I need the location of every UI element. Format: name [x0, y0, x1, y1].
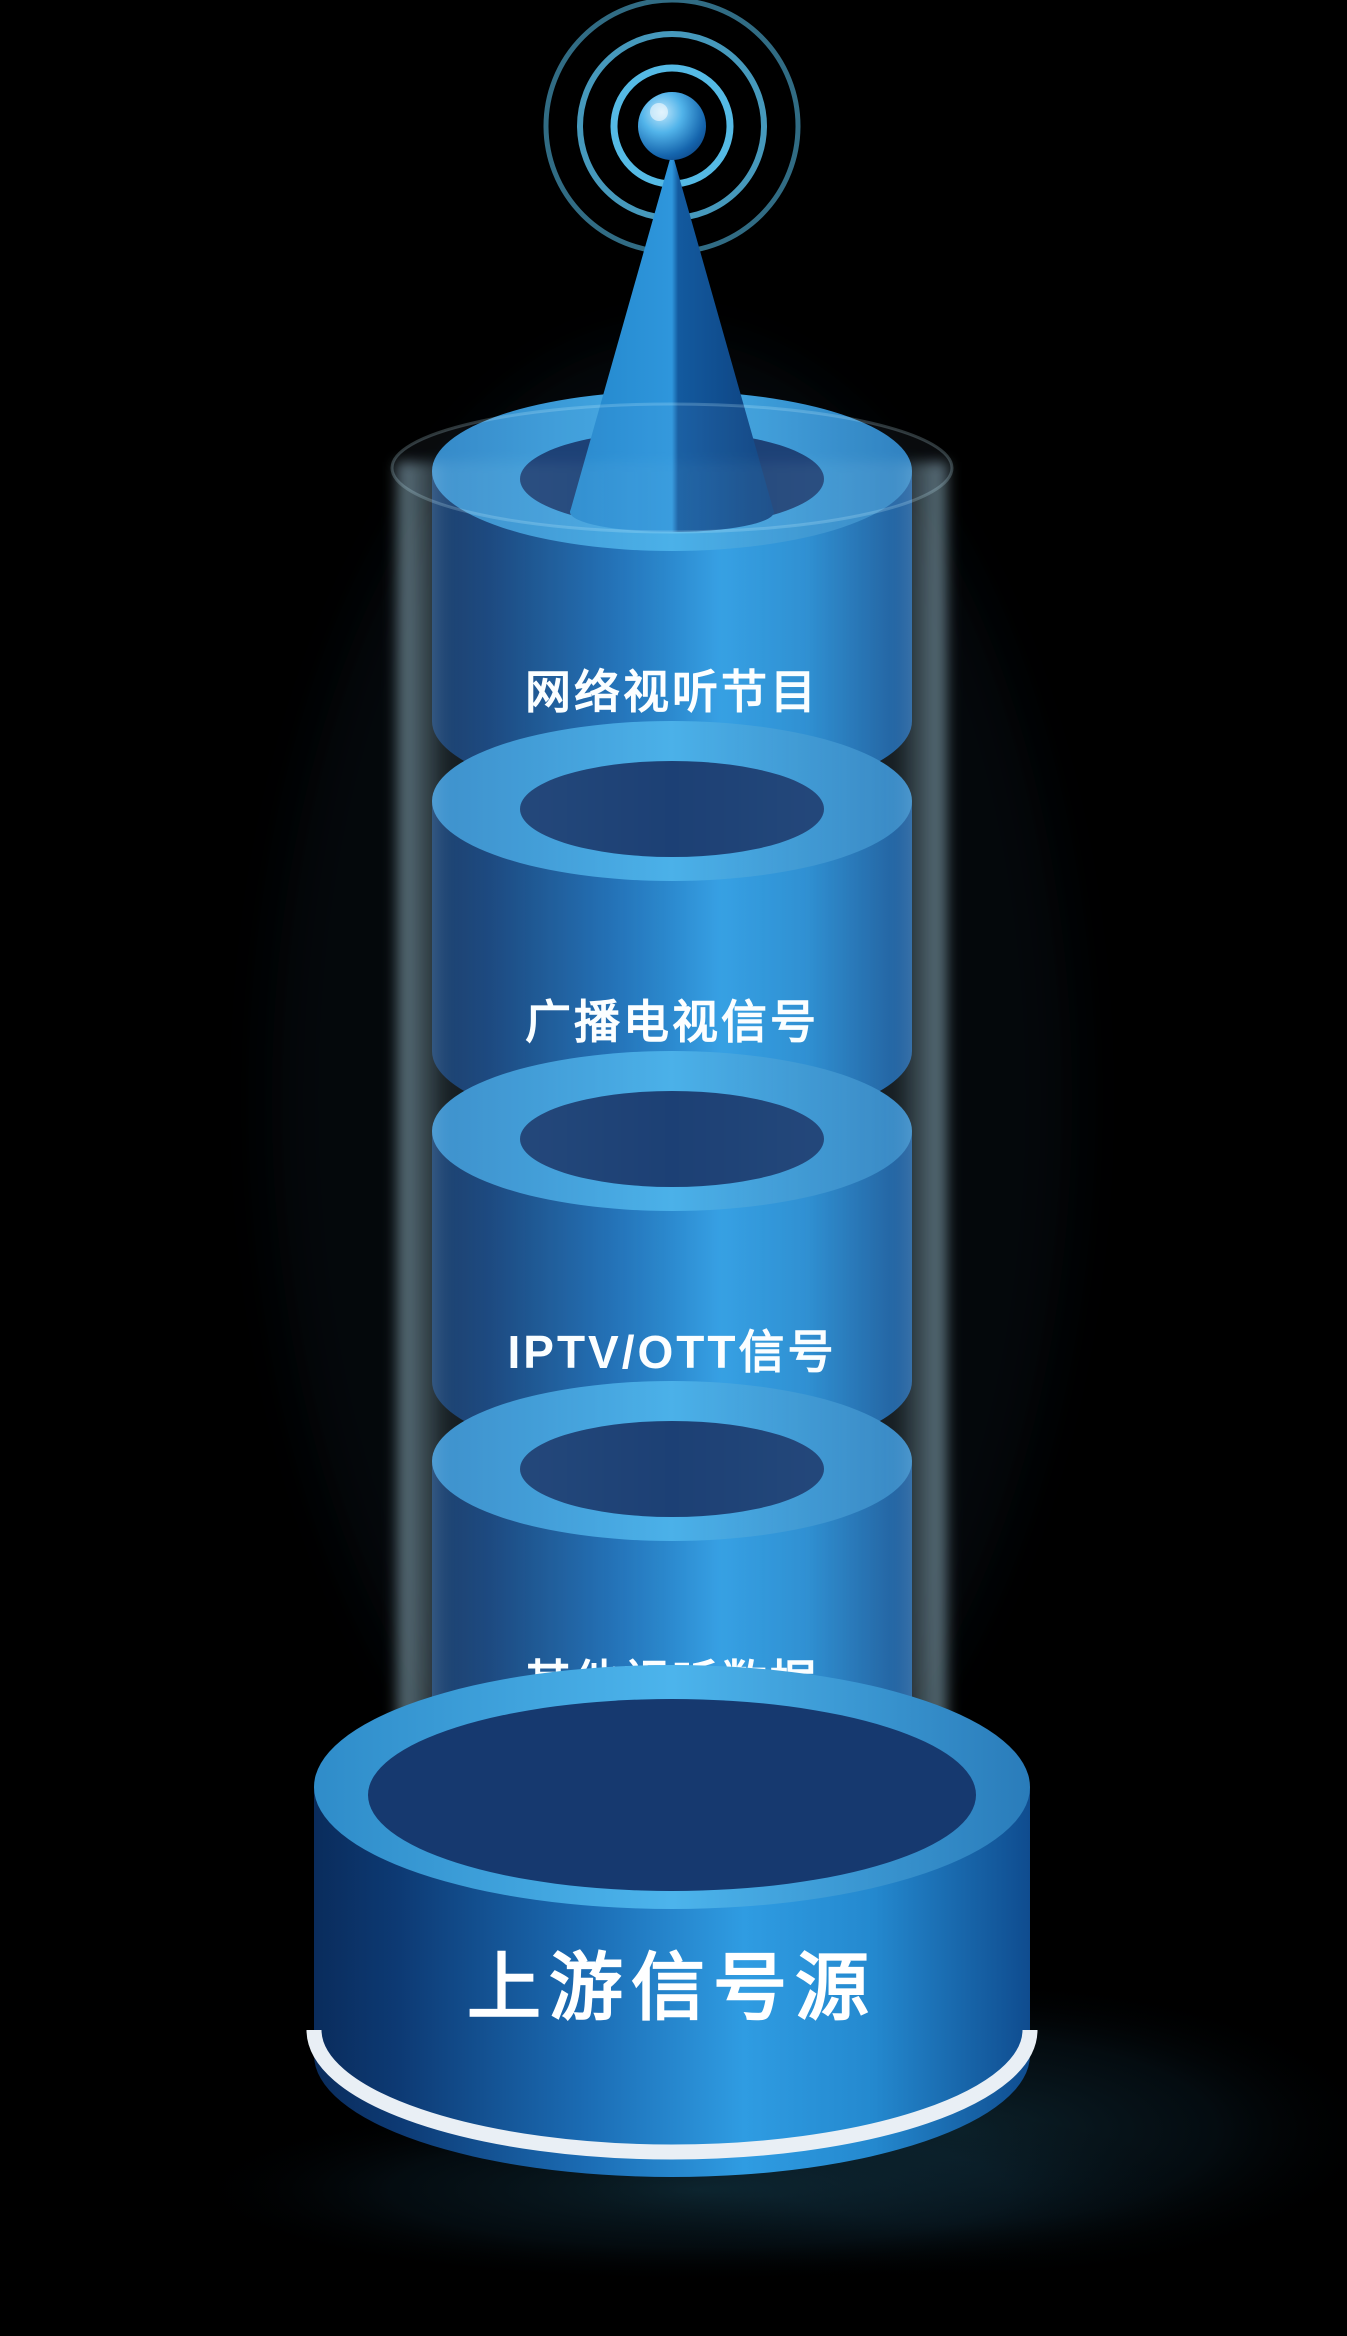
antenna-ball-highlight: [650, 103, 668, 121]
antenna-mast: [570, 152, 774, 512]
base-label: 上游信号源: [467, 1946, 877, 2029]
glow-tube: [390, 402, 954, 1812]
antenna-ball: [638, 92, 706, 160]
base-recess: [368, 1699, 976, 1891]
base-pedestal: 上游信号源: [306, 1665, 1038, 2177]
glow-tube-top: [390, 402, 954, 534]
glow-tube-body: [392, 462, 952, 1812]
base-stripe: [306, 2029, 1038, 2160]
